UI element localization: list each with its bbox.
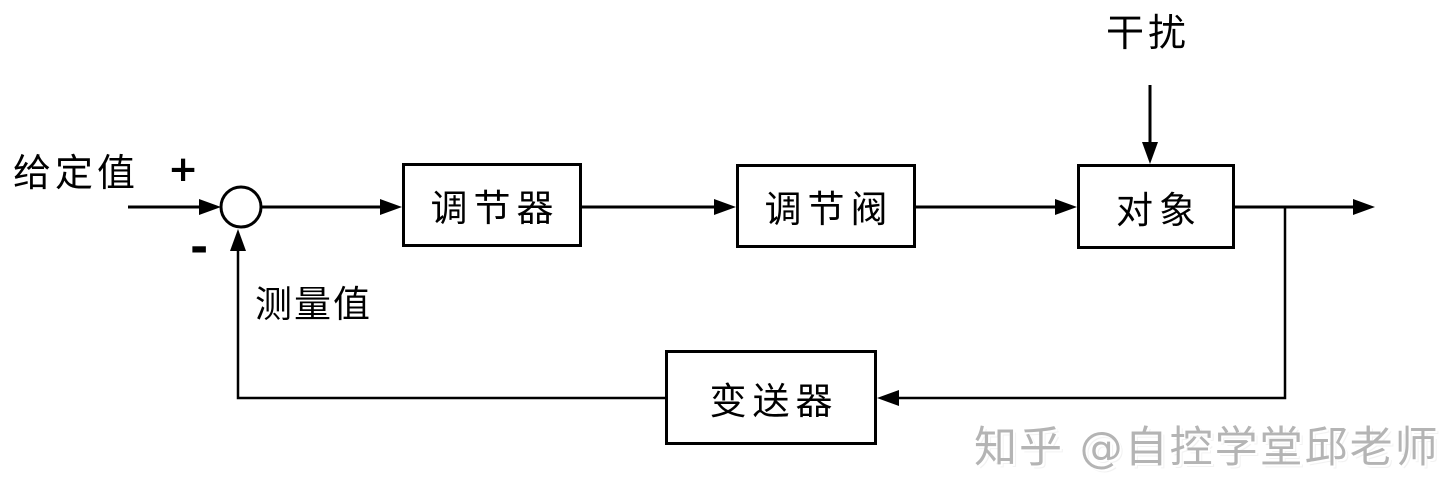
valve-block: 调节阀 (736, 164, 916, 248)
arrowhead-into-valve (714, 199, 736, 215)
plant-block: 对象 (1077, 164, 1235, 249)
feedback-return-line (236, 249, 665, 400)
arrowhead-into-sum (199, 199, 221, 215)
plant-block-label: 对象 (1116, 188, 1202, 232)
arrowhead-into-plant (1055, 199, 1077, 215)
transmitter-block-label: 变送器 (709, 379, 839, 423)
minus-sign-label: - (190, 222, 209, 273)
controller-block-label: 调节器 (430, 187, 560, 230)
disturbance-label: 干扰 (1106, 11, 1191, 55)
zhihu-watermark: 知乎 @自控学堂邱老师 (974, 423, 1440, 473)
measured-value-label: 测量值 (255, 283, 372, 326)
arrowhead-into-sum-bottom (230, 229, 246, 251)
controller-block: 调节器 (402, 163, 582, 247)
plus-sign-label: + (168, 149, 199, 190)
arrowhead-into-transmitter (877, 390, 899, 406)
sum-junction-circle (219, 185, 263, 229)
arrowhead-output (1353, 199, 1375, 215)
valve-block-label: 调节阀 (764, 188, 894, 231)
transmitter-block: 变送器 (665, 350, 877, 445)
feedback-branch-line (899, 207, 1287, 400)
arrowhead-disturbance (1142, 142, 1158, 164)
setpoint-label: 给定值 (13, 151, 140, 195)
arrowhead-into-controller (380, 199, 402, 215)
